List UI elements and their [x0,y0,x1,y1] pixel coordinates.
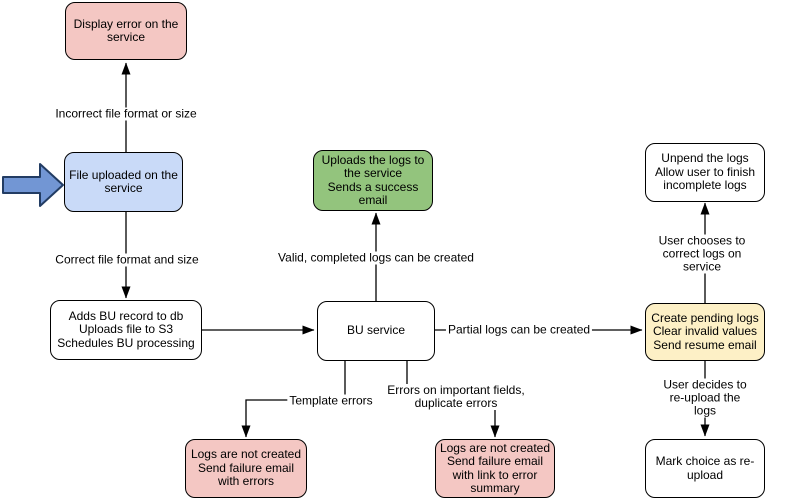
edge-label-important-fields: Errors on important fields, duplicate er… [385,383,527,410]
node-adds-bu-record: Adds BU record to db Uploads file to S3 … [50,300,202,360]
node-logs-not-created-errors: Logs are not created Send failure email … [185,439,307,498]
node-file-uploaded: File uploaded on the service [64,152,183,212]
edge-label-incorrect-format: Incorrect file format or size [53,106,199,121]
node-mark-reupload: Mark choice as re- upload [645,439,765,498]
edge-label-user-chooses: User chooses to correct logs on service [652,234,752,274]
edge-label-valid-completed: Valid, completed logs can be created [276,250,476,265]
node-create-pending-logs: Create pending logs Clear invalid values… [645,303,765,361]
node-unpend-logs: Unpend the logs Allow user to finish inc… [645,143,765,202]
node-uploads-logs-success: Uploads the logs to the service Sends a … [313,150,433,211]
edge-label-partial-logs: Partial logs can be created [445,322,593,337]
node-display-error: Display error on the service [65,2,187,60]
entry-arrow-icon [2,163,64,207]
node-bu-service: BU service [317,301,435,361]
edge-label-correct-format: Correct file format and size [53,252,201,267]
node-logs-not-created-summary: Logs are not created Send failure email … [435,439,555,498]
edge-label-template-errors: Template errors [287,393,375,408]
edge-label-user-decides: User decides to re-upload the logs [657,378,753,418]
